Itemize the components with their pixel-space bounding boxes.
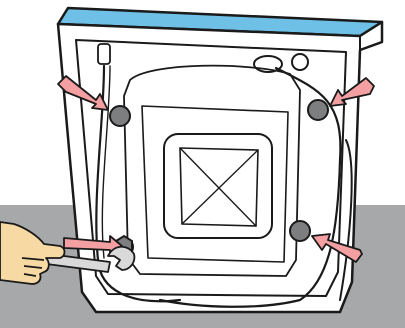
transit-bolt-top-left: [110, 106, 130, 126]
transit-bolt-top-right: [308, 100, 328, 120]
transit-bolt-bottom-right: [290, 221, 310, 241]
